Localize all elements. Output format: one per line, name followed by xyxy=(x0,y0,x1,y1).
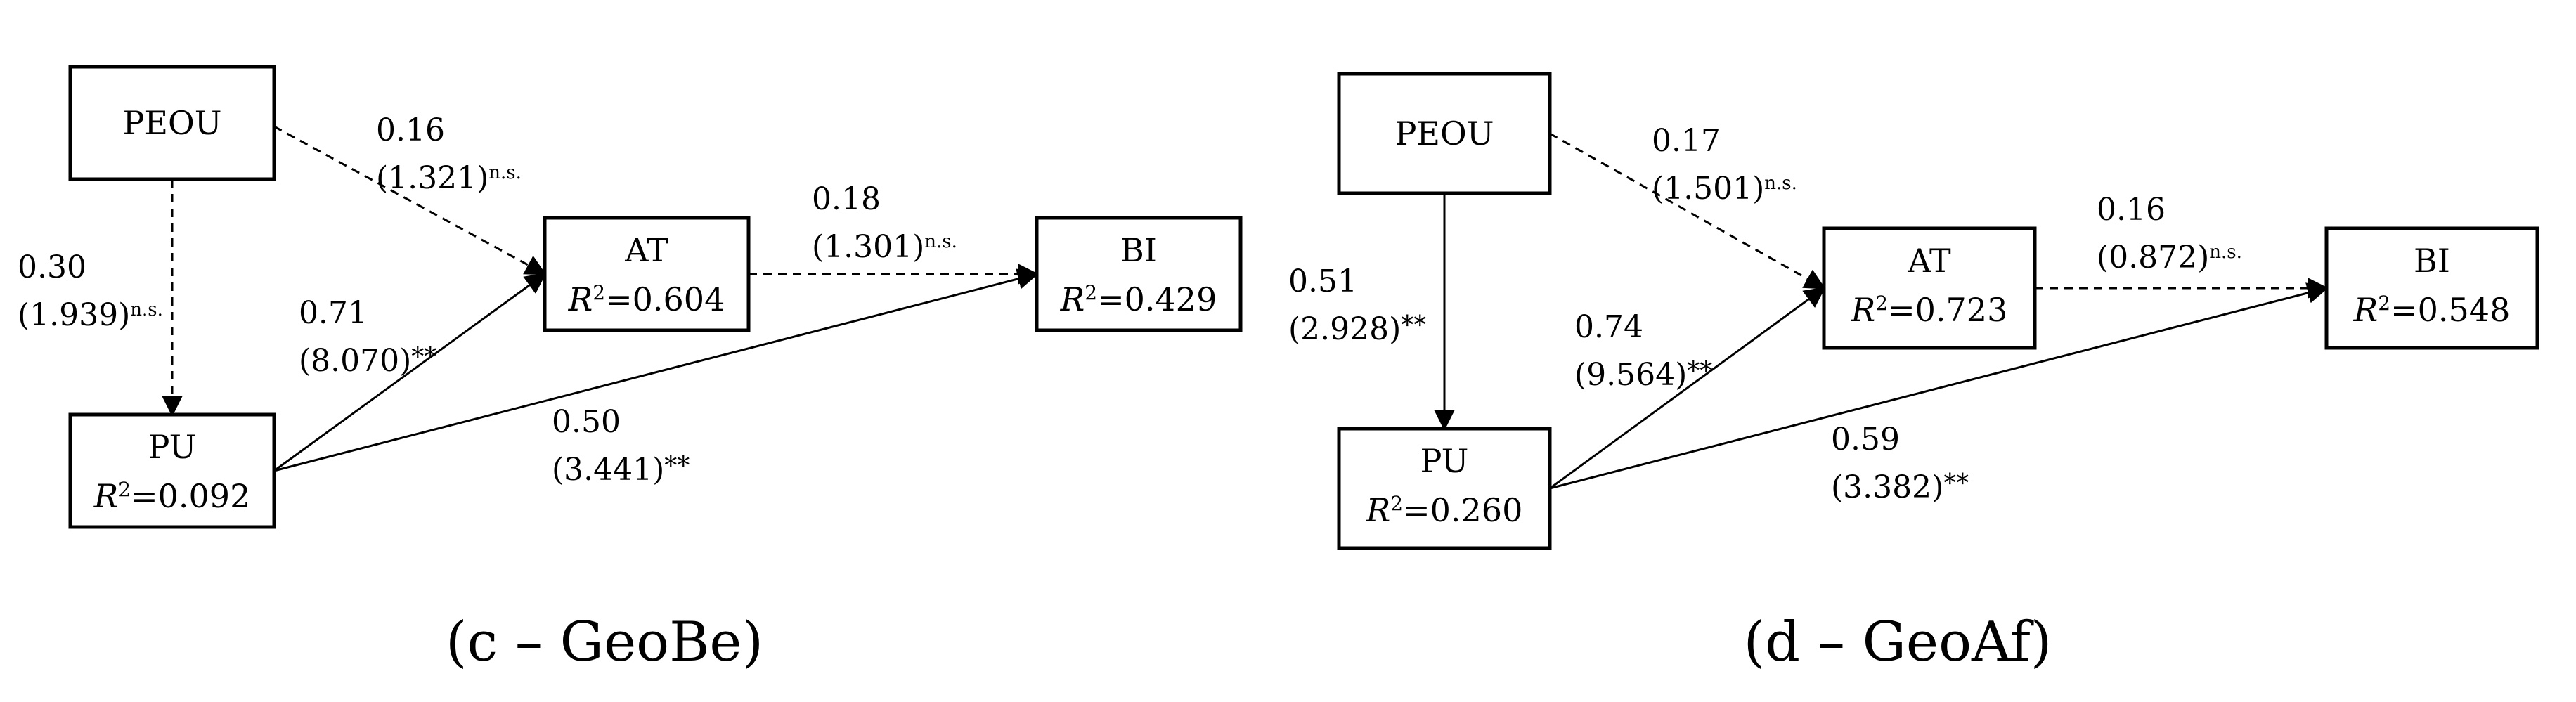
panel-d-caption: (d – GeoAf) xyxy=(1744,611,2052,674)
panel-c-edge-pu-at-coef: 0.71 xyxy=(299,295,368,331)
panel-c-edge-pu-at-significance: ** xyxy=(411,343,436,372)
panel-c-edge-peou-pu-coef: 0.30 xyxy=(18,249,86,285)
panel-d-edge-pu-bi-significance: ** xyxy=(1943,469,1969,498)
panel-c-edge-pu-bi-coef: 0.50 xyxy=(552,404,621,440)
panel-d-edge-peou-at-coef: 0.17 xyxy=(1652,123,1721,159)
panel-d-edge-peou-pu-coef: 0.51 xyxy=(1288,264,1357,299)
panel-d-edge-at-bi-significance: n.s. xyxy=(2209,242,2242,263)
panel-d-edge-peou-at xyxy=(1549,132,1826,290)
panel-c-node-at-label: AT xyxy=(624,231,668,269)
panel-d-node-bi xyxy=(2324,226,2539,350)
panel-c-edge-at-bi-coef: 0.18 xyxy=(812,181,881,217)
panel-c-node-peou-label: PEOU xyxy=(122,104,221,142)
panel-d-node-peou-label: PEOU xyxy=(1394,115,1494,152)
panel-c-edge-pu-at-tvalue: (8.070)** xyxy=(299,343,436,379)
panel-c-edge-peou-at xyxy=(273,125,547,275)
panel-d-edge-pu-at xyxy=(1549,287,1826,490)
panel-c-edge-at-bi-tvalue: (1.301)n.s. xyxy=(812,229,957,265)
panel-d-node-at xyxy=(1822,226,2037,350)
panel-d-edge-at-bi-coef: 0.16 xyxy=(2097,192,2166,228)
panel-d-edge-pu-bi-coef: 0.59 xyxy=(1831,422,1900,457)
panel-d-edge-peou-at-significance: n.s. xyxy=(1764,173,1797,194)
panel-c-node-peou xyxy=(68,65,276,181)
panel-d-node-bi-r2: R2=0.548 xyxy=(2353,291,2511,329)
panel-d-node-peou xyxy=(1337,72,1552,195)
panel-d-node-at-label: AT xyxy=(1907,242,1951,280)
panel-d-edge-peou-pu-significance: ** xyxy=(1401,311,1426,340)
panel-d-edge-pu-at-tvalue: (9.564)** xyxy=(1574,357,1712,393)
panel-c-node-at xyxy=(543,216,751,332)
panel-d-node-bi-label: BI xyxy=(2414,242,2450,280)
panel-d-edge-at-bi-tvalue: (0.872)n.s. xyxy=(2097,240,2242,275)
panel-d-edge-pu-bi-tvalue: (3.382)** xyxy=(1831,469,1969,505)
panel-c-node-bi-r2: R2=0.429 xyxy=(1060,280,1217,318)
panel-c-caption: (c – GeoBe) xyxy=(446,611,763,674)
panel-d-node-at-r2: R2=0.723 xyxy=(1851,291,2008,329)
panel-c-node-at-r2: R2=0.604 xyxy=(568,280,725,318)
panel-c-edge-pu-at xyxy=(273,273,547,472)
panel-c-edge-peou-at-tvalue: (1.321)n.s. xyxy=(376,160,522,196)
panel-d-node-pu xyxy=(1337,427,1552,550)
panel-c-edge-peou-pu-significance: n.s. xyxy=(130,299,163,320)
panel-d-edge-pu-at-coef: 0.74 xyxy=(1574,309,1643,345)
panel-d-edge-peou-pu-tvalue: (2.928)** xyxy=(1288,311,1426,347)
panel-c-edge-peou-pu-tvalue: (1.939)n.s. xyxy=(18,297,163,333)
panel-d-edge-peou-at-tvalue: (1.501)n.s. xyxy=(1652,171,1797,207)
panel-c-node-pu-r2: R2=0.092 xyxy=(93,477,251,515)
panel-d-edge-pu-at-significance: ** xyxy=(1687,357,1712,386)
panel-d-edge-pu-bi xyxy=(1549,282,2329,490)
panel-c-edge-pu-bi-tvalue: (3.441)** xyxy=(552,452,690,488)
panel-c-edge-at-bi-significance: n.s. xyxy=(924,231,957,252)
panel-c-node-pu xyxy=(68,412,276,529)
panel-d-node-pu-label: PU xyxy=(1420,442,1469,480)
panel-c-edge-pu-bi-significance: ** xyxy=(664,452,690,481)
panel-c-edge-peou-at-coef: 0.16 xyxy=(376,112,445,148)
panel-c-edge-pu-bi xyxy=(273,268,1039,472)
panel-c-edge-peou-at-significance: n.s. xyxy=(488,162,522,183)
panel-d-node-pu-r2: R2=0.260 xyxy=(1366,491,1523,529)
panel-c-node-pu-label: PU xyxy=(148,428,197,466)
panel-c-node-bi-label: BI xyxy=(1120,231,1157,269)
panel-c-node-bi xyxy=(1035,216,1243,332)
